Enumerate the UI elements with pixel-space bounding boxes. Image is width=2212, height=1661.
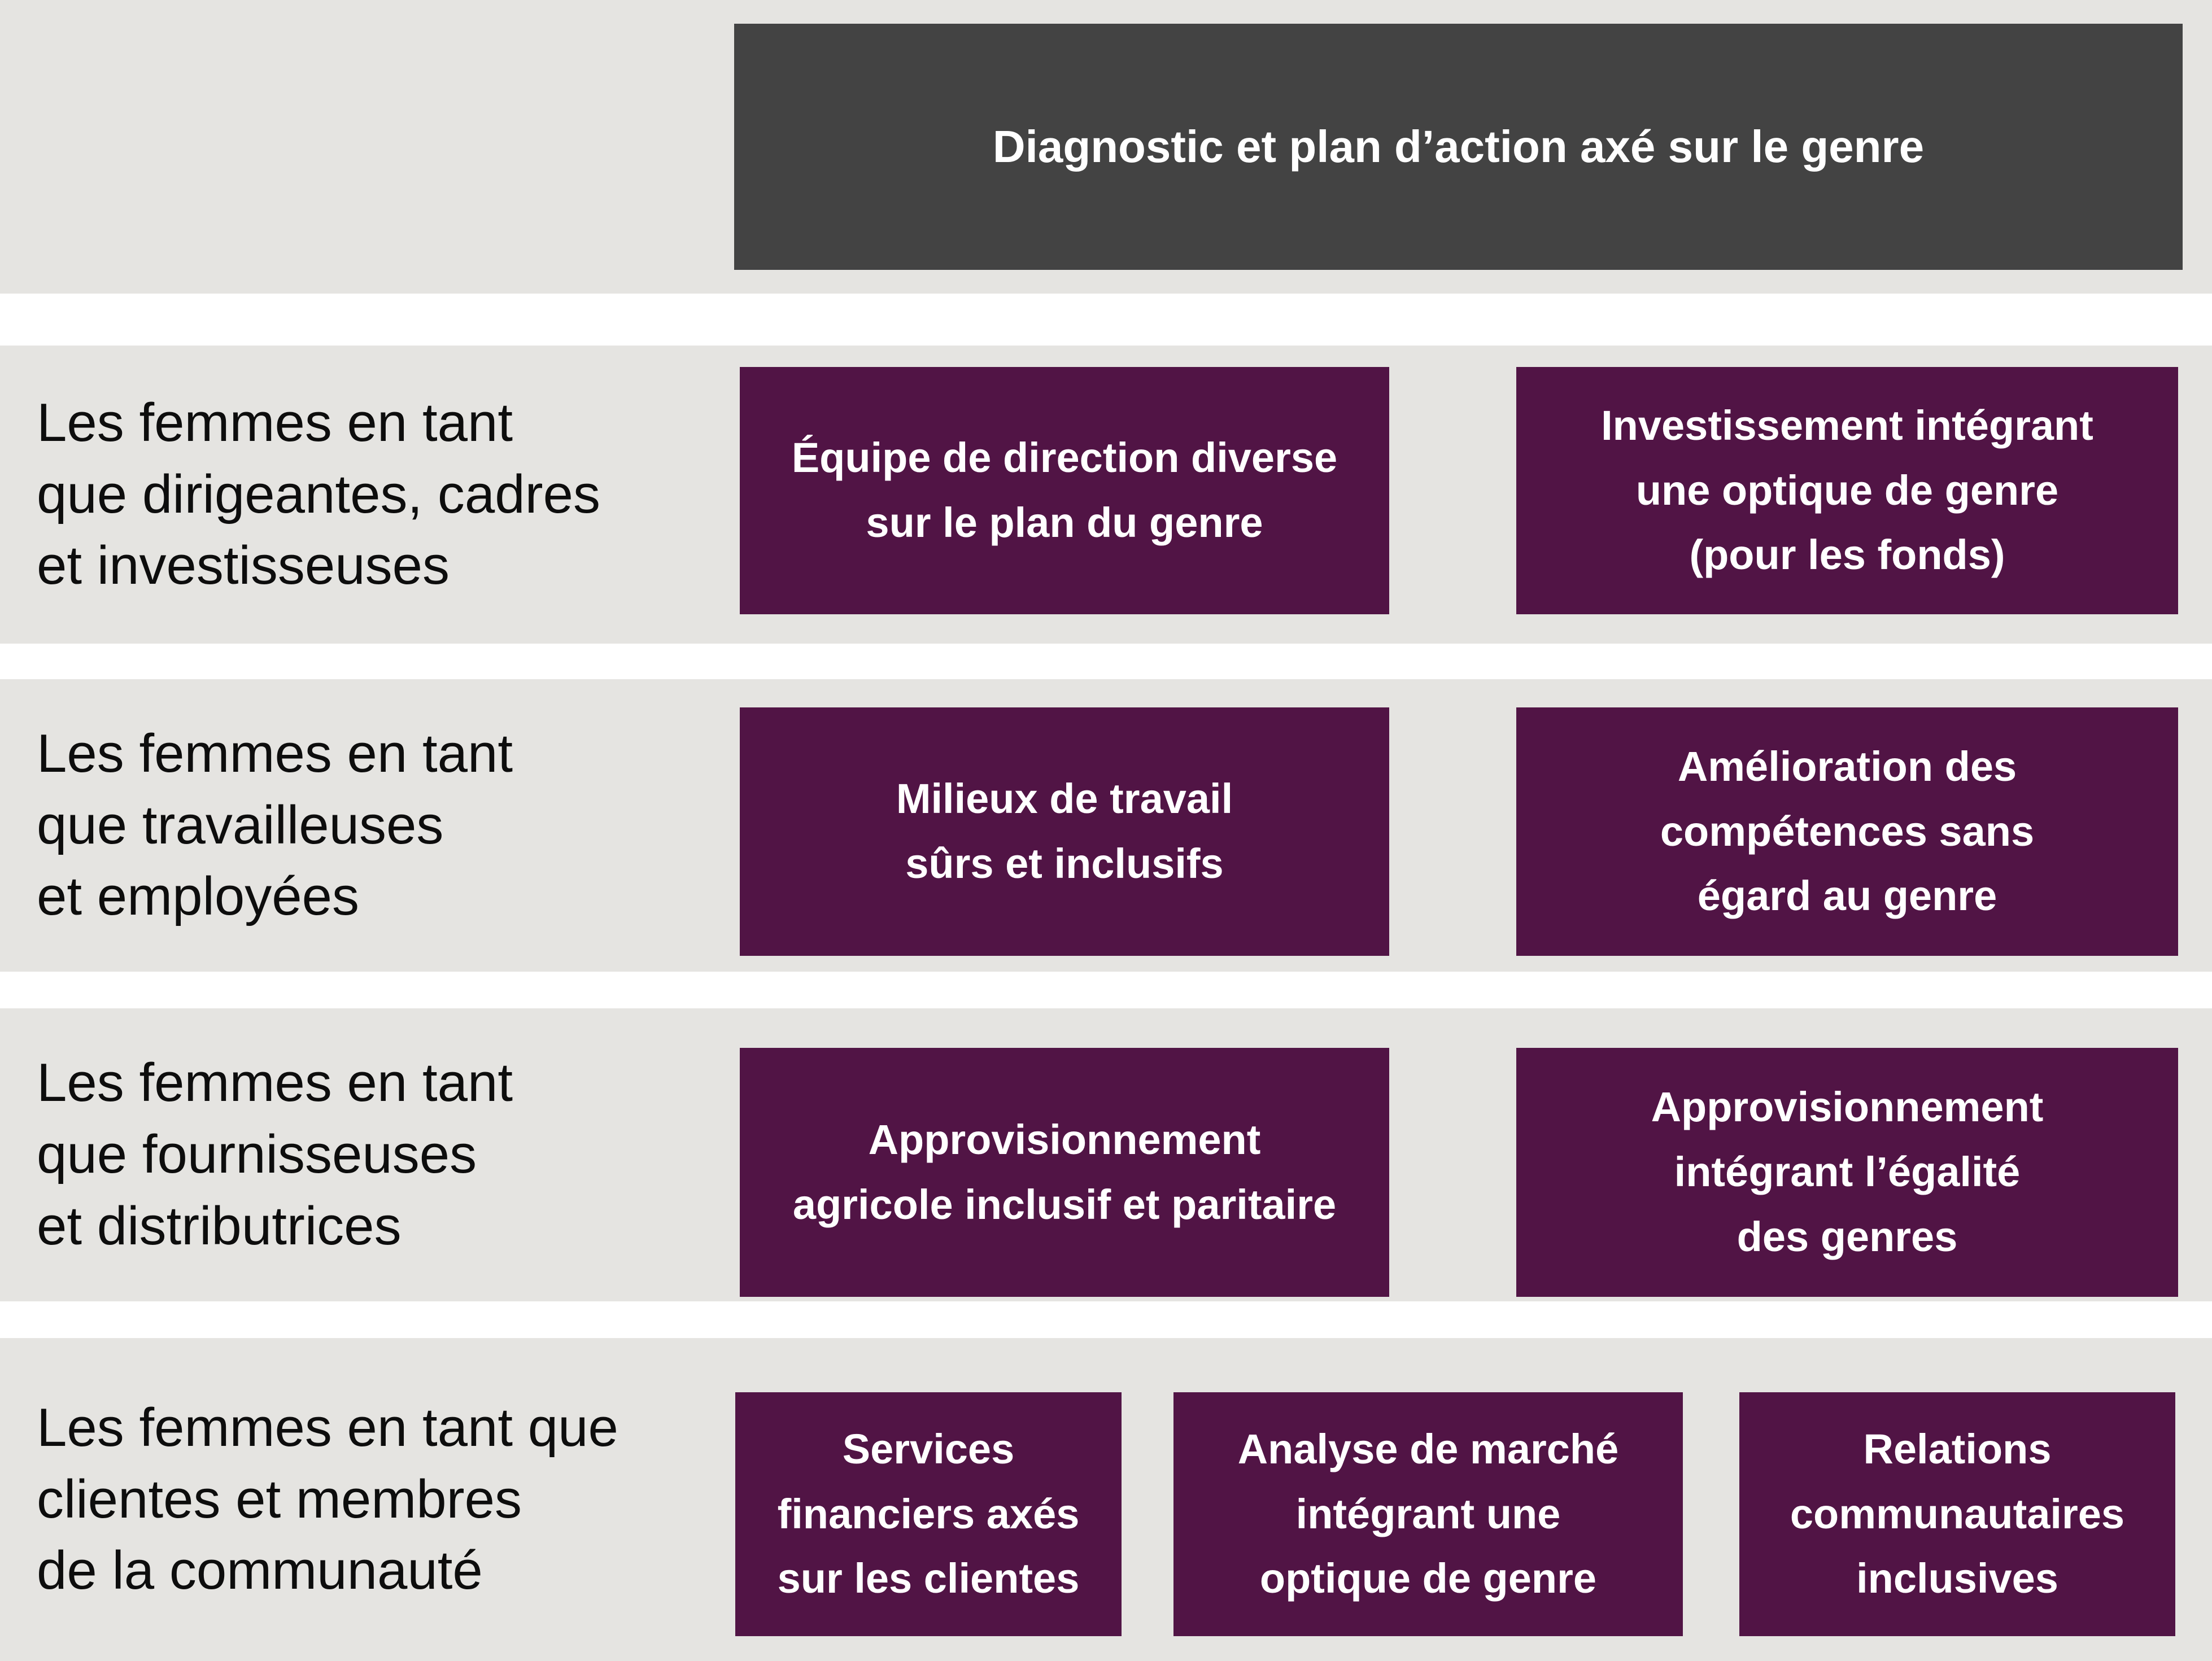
box-text: Investissement intégrant une optique de … <box>1601 401 2093 579</box>
row-label-fournisseuses: Les femmes en tant que fournisseuses et … <box>37 1008 703 1301</box>
box-relations-communautaires: Relations communautaires inclusives <box>1739 1392 2175 1636</box>
box-text: Relations communautaires inclusives <box>1790 1425 2125 1602</box>
row-label-text: Les femmes en tant que travailleuses et … <box>37 723 513 927</box>
box-text: Approvisionnement intégrant l’égalité de… <box>1651 1083 2044 1260</box>
header-title: Diagnostic et plan d’action axé sur le g… <box>992 121 1925 172</box>
row-label-dirigeantes: Les femmes en tant que dirigeantes, cadr… <box>37 346 703 644</box>
box-text: Milieux de travail sûrs et inclusifs <box>896 775 1233 887</box>
box-equipe-direction-diverse: Équipe de direction diverse sur le plan … <box>740 367 1389 614</box>
header-title-box: Diagnostic et plan d’action axé sur le g… <box>734 24 2183 270</box>
box-analyse-marche: Analyse de marché intégrant une optique … <box>1173 1392 1683 1636</box>
box-approvisionnement-egalite: Approvisionnement intégrant l’égalité de… <box>1516 1048 2178 1297</box>
box-milieux-travail-surs: Milieux de travail sûrs et inclusifs <box>740 707 1389 956</box>
row-label-text: Les femmes en tant que dirigeantes, cadr… <box>37 392 600 596</box>
box-services-financiers: Services financiers axés sur les cliente… <box>735 1392 1122 1636</box>
box-investissement-optique-genre: Investissement intégrant une optique de … <box>1516 367 2178 614</box>
row-label-travailleuses: Les femmes en tant que travailleuses et … <box>37 679 703 972</box>
box-text: Équipe de direction diverse sur le plan … <box>791 434 1338 546</box>
box-text: Amélioration des compétences sans égard … <box>1660 742 2035 920</box>
row-label-text: Les femmes en tant que clientes et membr… <box>37 1397 618 1601</box>
box-approvisionnement-agricole: Approvisionnement agricole inclusif et p… <box>740 1048 1389 1297</box>
row-label-text: Les femmes en tant que fournisseuses et … <box>37 1052 513 1256</box>
box-text: Analyse de marché intégrant une optique … <box>1237 1425 1619 1602</box>
box-amelioration-competences: Amélioration des compétences sans égard … <box>1516 707 2178 956</box>
box-text: Services financiers axés sur les cliente… <box>777 1425 1080 1602</box>
box-text: Approvisionnement agricole inclusif et p… <box>792 1116 1337 1228</box>
row-label-clientes: Les femmes en tant que clientes et membr… <box>37 1338 703 1661</box>
